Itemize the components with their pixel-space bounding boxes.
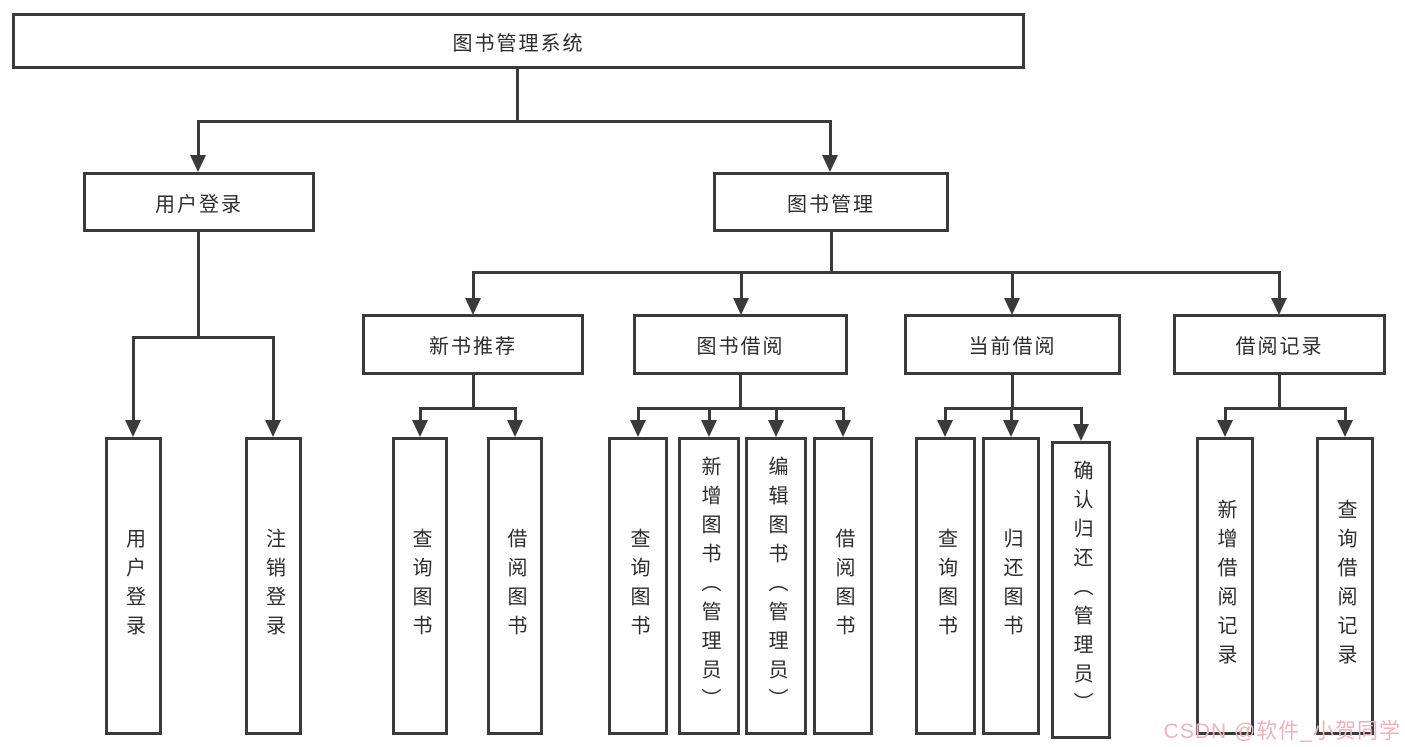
connector-line <box>272 336 275 421</box>
connector-line <box>132 336 274 339</box>
node-add-books-admin: 新增图书（管理员） <box>678 437 740 735</box>
arrow-down-icon <box>465 298 481 315</box>
connector-line <box>419 407 517 410</box>
node-label: 图书借阅 <box>696 336 785 358</box>
node-label: 查询图书 <box>627 528 649 644</box>
node-label: 图书管理 <box>787 193 875 216</box>
node-add-borrow-record: 新增借阅记录 <box>1196 437 1254 735</box>
node-library-management-system: 图书管理系统 <box>12 13 1025 69</box>
connector-line <box>637 407 844 410</box>
node-label: 用户登录 <box>122 528 145 644</box>
node-label: 编辑图书（管理员） <box>765 455 787 717</box>
node-label: 新增图书（管理员） <box>698 455 720 717</box>
connector-line <box>842 407 845 421</box>
node-label: 查询图书 <box>409 528 431 644</box>
connector-line <box>472 375 475 407</box>
node-book-borrowing: 图书借阅 <box>633 314 848 375</box>
connector-line <box>516 69 519 120</box>
connector-line <box>1224 407 1227 421</box>
connector-line <box>197 120 200 155</box>
connector-line <box>775 407 778 421</box>
connector-line <box>197 120 831 123</box>
connector-line <box>197 232 200 336</box>
node-book-management: 图书管理 <box>713 172 949 232</box>
arrow-down-icon <box>701 420 717 437</box>
connector-line <box>1344 407 1347 421</box>
connector-line <box>132 336 135 421</box>
arrow-down-icon <box>1004 298 1020 315</box>
arrow-down-icon <box>265 420 281 437</box>
connector-line <box>944 407 947 421</box>
node-query-books-recommend: 查询图书 <box>392 437 448 735</box>
node-borrow-books: 借阅图书 <box>813 437 873 735</box>
arrow-down-icon <box>412 420 428 437</box>
connector-line <box>1010 407 1013 421</box>
connector-line <box>472 271 1280 274</box>
connector-line <box>1011 271 1014 298</box>
connector-line <box>472 271 475 298</box>
node-new-book-recommendation: 新书推荐 <box>362 314 584 375</box>
arrow-down-icon <box>630 420 646 437</box>
connector-line <box>740 271 743 298</box>
arrow-down-icon <box>822 155 838 172</box>
node-borrow-books-recommend: 借阅图书 <box>487 437 543 735</box>
node-query-books-borrowing: 查询图书 <box>608 437 668 735</box>
arrow-down-icon <box>733 298 749 315</box>
arrow-down-icon <box>835 420 851 437</box>
node-label: 借阅图书 <box>504 528 526 644</box>
node-edit-books-admin: 编辑图书（管理员） <box>745 437 807 735</box>
node-label: 图书管理系统 <box>452 32 585 55</box>
node-borrowing-records: 借阅记录 <box>1173 314 1386 375</box>
node-label: 借阅记录 <box>1235 336 1324 358</box>
arrow-down-icon <box>1073 424 1089 441</box>
node-query-books-current: 查询图书 <box>915 437 976 735</box>
arrow-down-icon <box>937 420 953 437</box>
connector-line <box>944 407 1082 410</box>
connector-line <box>1224 407 1346 410</box>
arrow-down-icon <box>507 420 523 437</box>
connector-line <box>637 407 640 421</box>
node-label: 借阅图书 <box>832 528 854 644</box>
connector-line <box>829 120 832 155</box>
arrow-down-icon <box>1337 420 1353 437</box>
arrow-down-icon <box>190 155 206 172</box>
node-label: 注销登录 <box>262 528 285 644</box>
node-confirm-return-admin: 确认归还（管理员） <box>1051 441 1111 739</box>
node-user-login-leaf: 用户登录 <box>105 437 162 735</box>
connector-line <box>739 375 742 407</box>
connector-line <box>514 407 517 421</box>
node-user-login: 用户登录 <box>83 172 315 232</box>
node-label: 新增借阅记录 <box>1214 499 1236 673</box>
node-label: 当前借阅 <box>968 336 1057 358</box>
connector-line <box>1278 375 1281 407</box>
connector-line <box>708 407 711 421</box>
node-label: 查询借阅记录 <box>1334 499 1356 673</box>
connector-line <box>1278 271 1281 298</box>
csdn-watermark: CSDN @软件_小贺同学 <box>1163 720 1401 743</box>
arrow-down-icon <box>768 420 784 437</box>
arrow-down-icon <box>1271 298 1287 315</box>
node-logout: 注销登录 <box>245 437 302 735</box>
node-label: 查询图书 <box>934 528 957 644</box>
arrow-down-icon <box>125 420 141 437</box>
connector-line <box>830 232 833 271</box>
node-label: 用户登录 <box>155 193 243 216</box>
node-query-borrow-record: 查询借阅记录 <box>1316 437 1374 735</box>
node-current-borrowing: 当前借阅 <box>904 314 1121 375</box>
connector-line <box>1080 407 1083 425</box>
node-label: 新书推荐 <box>429 336 517 358</box>
connector-line <box>419 407 422 421</box>
node-label: 确认归还（管理员） <box>1070 459 1092 721</box>
node-label: 归还图书 <box>1000 528 1022 644</box>
connector-line <box>1011 375 1014 407</box>
node-return-books: 归还图书 <box>982 437 1040 735</box>
arrow-down-icon <box>1003 420 1019 437</box>
arrow-down-icon <box>1217 420 1233 437</box>
